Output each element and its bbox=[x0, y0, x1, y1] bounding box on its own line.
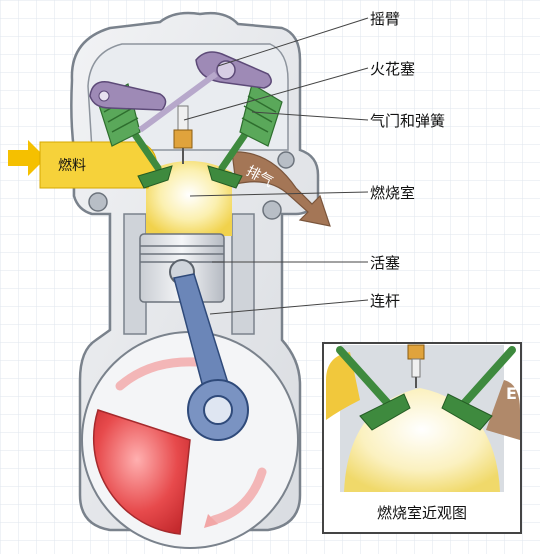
label-rocker-arm: 摇臂 bbox=[370, 10, 401, 28]
label-intake-flow: 燃料 bbox=[58, 158, 86, 174]
rocker-arms bbox=[89, 51, 272, 133]
spark-plug bbox=[173, 105, 193, 164]
label-connecting-rod: 连杆 bbox=[370, 292, 401, 310]
label-combustion-chamber: 燃烧室 bbox=[370, 184, 416, 202]
label-valve-spring: 气门和弹簧 bbox=[370, 112, 446, 130]
label-piston: 活塞 bbox=[370, 254, 401, 272]
exhaust-arrow bbox=[231, 151, 331, 227]
connecting-rod bbox=[173, 273, 249, 441]
crankcase bbox=[81, 331, 299, 549]
label-spark-plug: 火花塞 bbox=[370, 60, 416, 78]
inset-partial-letter: E bbox=[506, 384, 517, 403]
intake-arrow bbox=[8, 140, 158, 189]
crank-counterweight bbox=[92, 409, 191, 535]
inset-caption: 燃烧室近观图 bbox=[324, 493, 520, 531]
exhaust-valve bbox=[207, 83, 283, 189]
leader-lines bbox=[183, 17, 369, 315]
